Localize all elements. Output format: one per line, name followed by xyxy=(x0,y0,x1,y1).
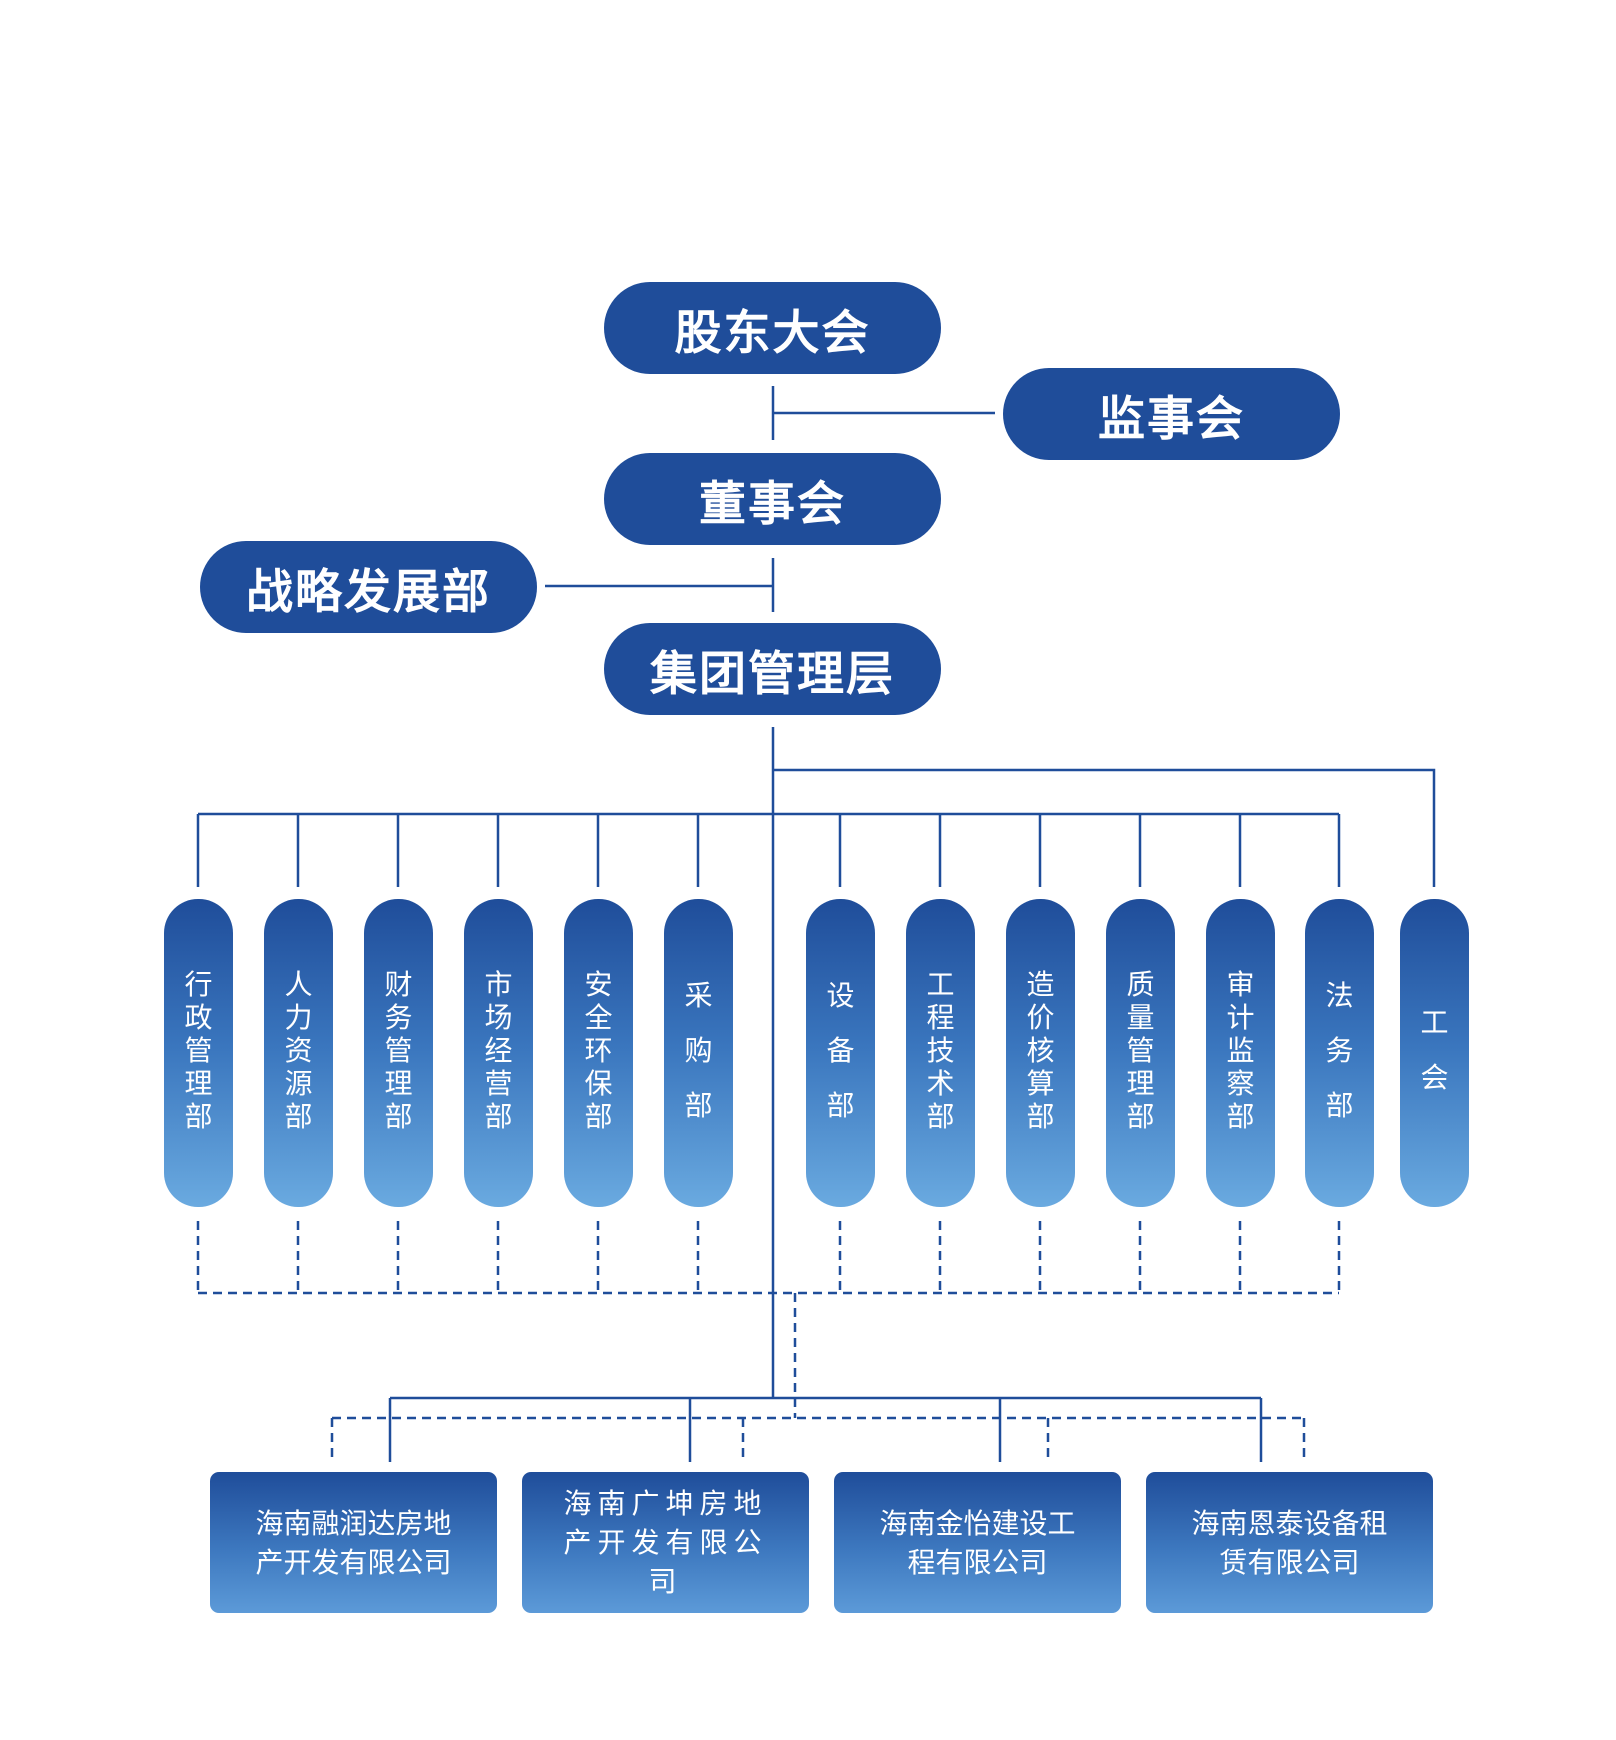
dept-equipment: 设备部 xyxy=(806,899,875,1207)
dept-label: 工程技术部 xyxy=(926,967,955,1133)
board-of-directors-box: 董事会 xyxy=(604,453,941,545)
subsidiary-company: 海南金怡建设工程有限公司 xyxy=(834,1472,1121,1613)
dept-label: 市场经营部 xyxy=(484,967,513,1133)
dept-label: 审计监察部 xyxy=(1226,967,1255,1133)
dept-quality: 质量管理部 xyxy=(1106,899,1175,1207)
dept-label: 质量管理部 xyxy=(1126,967,1155,1133)
supervisory-board-box: 监事会 xyxy=(1003,368,1340,460)
dept-label: 工会 xyxy=(1420,1006,1449,1094)
company-label: 海南金怡建设工程有限公司 xyxy=(879,1506,1076,1579)
dept-cost-accounting: 造价核算部 xyxy=(1006,899,1075,1207)
dept-label: 安全环保部 xyxy=(584,967,613,1133)
dept-label: 行政管理部 xyxy=(184,967,213,1133)
company-label: 海南广坤房地产开发有限公司 xyxy=(563,1487,768,1598)
dept-label: 造价核算部 xyxy=(1026,967,1055,1133)
union-connector xyxy=(773,768,1436,887)
dept-marketing: 市场经营部 xyxy=(464,899,533,1207)
dept-label: 采购部 xyxy=(684,978,713,1122)
dept-label: 人力资源部 xyxy=(284,967,313,1133)
company-label: 海南融润达房地产开发有限公司 xyxy=(255,1506,452,1579)
dept-procurement: 采购部 xyxy=(664,899,733,1207)
dept-safety: 安全环保部 xyxy=(564,899,633,1207)
dept-human-resources: 人力资源部 xyxy=(264,899,333,1207)
dept-union: 工会 xyxy=(1400,899,1469,1207)
dept-label: 设备部 xyxy=(826,978,855,1122)
dept-administration: 行政管理部 xyxy=(164,899,233,1207)
dept-label: 法务部 xyxy=(1325,978,1354,1122)
subsidiary-company: 海南恩泰设备租赁有限公司 xyxy=(1146,1472,1433,1613)
company-label: 海南恩泰设备租赁有限公司 xyxy=(1191,1506,1388,1579)
shareholders-meeting-box: 股东大会 xyxy=(604,282,941,374)
dept-audit: 审计监察部 xyxy=(1206,899,1275,1207)
subsidiary-company: 海南融润达房地产开发有限公司 xyxy=(210,1472,497,1613)
subsidiary-company: 海南广坤房地产开发有限公司 xyxy=(522,1472,809,1613)
dept-finance: 财务管理部 xyxy=(364,899,433,1207)
dept-label: 财务管理部 xyxy=(384,967,413,1133)
group-management-box: 集团管理层 xyxy=(604,623,941,715)
dept-legal: 法务部 xyxy=(1305,899,1374,1207)
strategy-department-box: 战略发展部 xyxy=(200,541,537,633)
dept-engineering: 工程技术部 xyxy=(906,899,975,1207)
